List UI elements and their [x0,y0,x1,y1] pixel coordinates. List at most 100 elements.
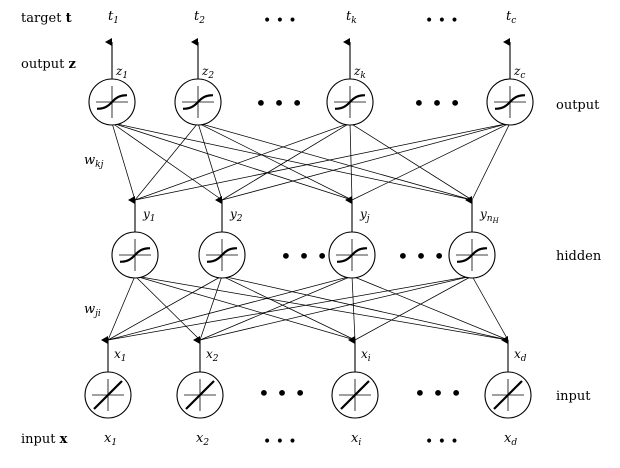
output-value-label-3: zc [513,64,525,81]
output-value-label-1-base: z [201,64,209,78]
output-value-label-2-sub: k [360,71,365,81]
target-t-label: target t [21,11,72,26]
input-top-label-2-sub: i [368,354,371,364]
weight-ji-label: wji [84,302,101,319]
input-neuron-0-linear-activation [93,380,123,410]
hidden-value-label-1-base: y [229,207,237,221]
input-bottom-label-3-base: x [504,431,512,446]
hidden-ellipsis-right: • • • [397,244,445,268]
input-bottom-label-0-sub: 1 [111,438,117,448]
edge-input-2-hidden-2 [351,275,356,341]
input-bottom-label-2: xi [351,431,361,448]
hidden-value-label-0-base: y [142,207,150,221]
input-top-label-0-base: x [114,347,121,361]
edge-hidden-0-output-0 [111,122,136,201]
hidden-value-label-2: yj [359,207,370,224]
input-bottom-label-1-sub: 2 [202,438,209,448]
hidden-neuron-2-sigmoid-activation [336,247,368,263]
edge-hidden-2-output-0 [111,122,353,201]
edge-hidden-2-output-3 [351,122,511,201]
hidden-value-label-0-sub: 1 [150,214,156,224]
edge-input-0-hidden-0 [107,275,136,341]
input-neuron-0 [84,371,132,419]
input-top-label-2-base: x [361,347,368,361]
inputx-ellipsis-right: • • • [425,434,459,450]
input-neuron-1 [176,371,224,419]
hidden-value-label-3-subsub: H [492,217,500,225]
input-top-label-0-sub: 1 [121,354,127,364]
input-neuron-2-linear-activation [340,380,370,410]
target-ellipsis-left: • • • [263,13,297,29]
input-top-label-2: xi [361,347,371,364]
input-bottom-label-3-sub: d [511,438,517,448]
input-neuron-3-linear-activation [493,380,523,410]
hidden-layer-label: hidden [556,249,602,264]
input-neuron-1-linear-activation [185,380,215,410]
connections-layer [107,122,511,341]
hidden-value-label-3: ynH [479,207,500,225]
output-value-label-0-base: z [115,64,123,78]
target-label-1-base: t [194,9,200,24]
edge-input-3-hidden-3 [471,275,509,341]
edge-hidden-3-output-0 [111,122,473,201]
target-label-2-sub: k [351,16,356,26]
edge-hidden-3-output-3 [471,122,511,201]
hidden-neuron-1-sigmoid-activation [206,247,238,263]
input-top-label-1: x2 [206,347,219,364]
input-bottom-label-2-sub: i [358,438,361,448]
output-z-label: output z [21,57,76,72]
input-ellipsis-left: • • • [258,381,306,405]
input-bottom-label-1-base: x [196,431,204,446]
target-label-0: t1 [108,9,119,26]
hidden-neuron-3-sigmoid-activation [456,247,488,263]
weight-kj-label: wkj [84,153,104,170]
target-label-3-sub: c [511,16,516,26]
input-ellipsis-right: • • • [414,381,462,405]
input-neuron-3 [484,371,532,419]
edge-hidden-1-output-1 [197,122,223,201]
edge-hidden-3-output-2 [349,122,473,201]
output-neuron-0 [88,78,136,126]
ellipsis-layer: • • • • • • • • • • • • • • • • • • • • … [255,13,462,450]
edge-input-1-hidden-0 [134,275,201,341]
hidden-value-label-3-base: y [479,207,487,221]
output-ellipsis-left: • • • [255,91,303,115]
target-label-0-base: t [108,9,114,24]
edge-hidden-3-output-1 [197,122,473,201]
edge-hidden-1-output-3 [221,122,511,201]
target-ellipsis-right: • • • [425,13,459,29]
edge-input-0-hidden-2 [107,275,353,341]
output-value-label-0-sub: 1 [122,71,128,81]
arrows-layer [101,38,511,372]
input-top-label-1-base: x [206,347,213,361]
hidden-value-label-1: y2 [229,207,243,224]
output-neuron-1-sigmoid-activation [182,94,214,110]
hidden-neuron-0 [111,231,159,279]
input-bottom-label-1: x2 [196,431,209,448]
output-value-label-2: zk [353,64,366,81]
input-top-label-3-base: x [514,347,521,361]
edge-input-1-hidden-2 [199,275,353,341]
edge-input-2-hidden-0 [134,275,356,341]
input-bottom-label-0: x1 [104,431,117,448]
output-value-label-3-base: z [513,64,521,78]
target-label-2-base: t [346,9,352,24]
edge-hidden-0-output-1 [134,122,199,201]
output-ellipsis-right: • • • [413,91,461,115]
edge-hidden-0-output-2 [134,122,351,201]
edge-input-2-hidden-3 [354,275,473,341]
input-top-label-3: xd [514,347,527,364]
target-label-0-sub: 1 [113,16,119,26]
target-label-3-base: t [506,9,512,24]
input-bottom-label-3: xd [504,431,517,448]
hidden-neuron-0-sigmoid-activation [119,247,151,263]
edge-hidden-2-output-1 [197,122,353,201]
edge-input-3-hidden-1 [221,275,509,341]
hidden-value-label-0: y1 [142,207,156,224]
output-neuron-1 [174,78,222,126]
hidden-neuron-2 [328,231,376,279]
edge-hidden-0-output-3 [134,122,511,201]
